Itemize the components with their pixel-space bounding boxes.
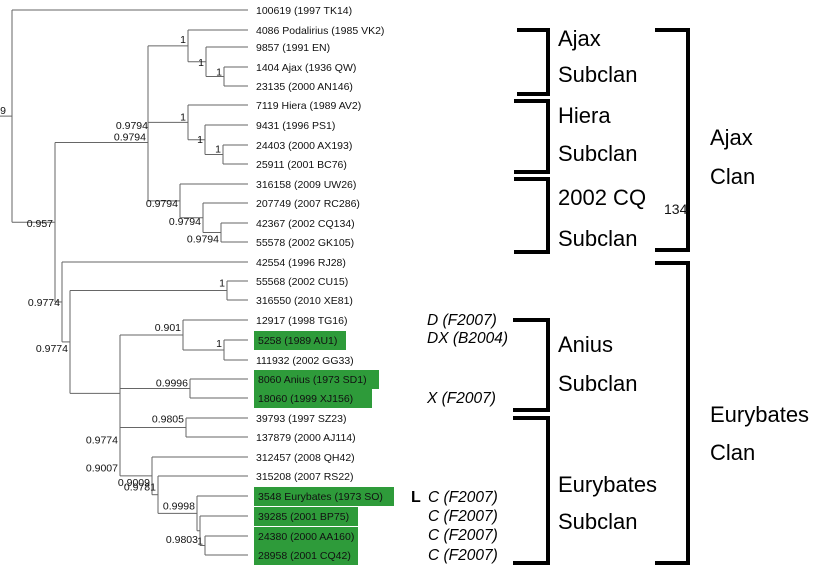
leaf-label: 39285 (2001 BP75) [258,511,349,523]
leaf-label-layer: 100619 (1997 TK14) 4086 Podalirius (1985 … [256,5,384,562]
leaf-label: 315208 (2007 RS22) [256,471,354,483]
support-value: 0.9009 [118,477,150,489]
leaf-label: 4086 Podalirius (1985 VK2) [256,25,384,37]
leaf-label: 207749 (2007 RC286) [256,198,360,210]
support-value: 0.9774 [36,343,68,355]
leaf-label: 3548 Eurybates (1973 SO) [258,491,383,503]
eurybates-clan-bracket [655,261,690,565]
leaf-label: 23135 (2000 AN146) [256,81,353,93]
support-value: 0.9007 [86,463,118,475]
leaf-label: 312457 (2008 QH42) [256,452,355,464]
type-bp75: C (F2007) [428,508,498,525]
ajax-clan-label-2: Clan [710,164,755,189]
leaf-label: 55578 (2002 GK105) [256,237,354,249]
leaf-label: 5258 (1989 AU1) [258,335,337,347]
anius-subclan-label-2: Subclan [558,371,638,396]
type-eurybates: C (F2007) [428,489,498,506]
leaf-label: 39793 (1997 SZ23) [256,413,346,425]
support-value: 0.9794 [146,198,178,210]
leaf-label: 25911 (2001 BC76) [256,159,347,171]
leaf-label: 9857 (1991 EN) [256,42,330,54]
support-value: 0.9803 [166,534,198,546]
eurybates-clan-label-1: Eurybates [710,402,809,427]
leaf-highlight [254,487,394,506]
leaf-label: 24403 (2000 AX193) [256,140,352,152]
leaf-label: 42554 (1996 RJ28) [256,257,346,269]
leaf-label: 1404 Ajax (1936 QW) [256,62,356,74]
ajax-subclan-bracket [517,28,550,96]
ajax-clan-label-1: Ajax [710,125,753,150]
support-value: 0.9781 [124,482,156,494]
hiera-subclan-label-1: Hiera [558,103,611,128]
branch-layer [0,9,248,556]
eurybates-subclan-label-2: Subclan [558,509,638,534]
support-value: 1 [216,67,222,79]
eurybates-subclan-label-1: Eurybates [558,472,657,497]
eurybates-clan-label-2: Clan [710,440,755,465]
support-value: 0.9794 [116,120,148,132]
support-value-layer: 10.98030.99980.97810.90090.98050.90070.9… [0,34,225,548]
subclan-brackets [513,28,690,565]
support-value: 1 [219,278,225,290]
leaf-highlight [254,370,379,389]
type-cq42: C (F2007) [428,547,498,564]
support-value: 0.9794 [169,216,201,228]
type-au1: DX (B2004) [427,330,508,347]
leaf-label: 100619 (1997 TK14) [256,5,352,17]
support-value: 0.9774 [86,434,118,446]
anius-subclan-bracket [513,318,550,412]
leaf-label: 28958 (2001 CQ42) [258,550,351,562]
leaf-label: 316158 (2009 UW26) [256,179,356,191]
anius-subclan-label-1: Anius [558,332,613,357]
support-value: 1 [197,134,203,146]
eurybates-subclan-bracket [513,416,550,565]
ajax-subclan-label-1: Ajax [558,26,601,51]
support-value: 0.9998 [163,500,195,512]
type-eurybates-mark: L [411,489,421,506]
hiera-subclan-label-2: Subclan [558,141,638,166]
support-value: 0.957 [27,218,53,230]
support-value: 1 [216,338,222,350]
leaf-label: 55568 (2002 CU15) [256,276,348,288]
support-value: 1 [197,536,203,548]
support-value: 0.9794 [187,234,219,246]
support-value: 1 [180,111,186,123]
leaf-highlight [254,331,346,350]
cq-subclan-bracket [514,177,550,254]
support-value: 0.9805 [152,414,184,426]
support-value: 0.9996 [156,378,188,390]
support-value: 1 [198,57,204,69]
support-value: 0.929 [0,105,6,117]
leaf-label: 12917 (1998 TG16) [256,315,347,327]
cq-subclan-label-2: Subclan [558,226,638,251]
leaf-highlight [254,527,358,546]
ajax-clan-bracket [655,28,690,252]
type-aa160: C (F2007) [428,527,498,544]
leaf-highlight [254,546,358,565]
leaf-label: 111932 (2002 GG33) [256,355,354,367]
leaf-label: 137879 (2000 AJ114) [256,432,356,444]
support-value: 0.9794 [114,132,146,144]
leaf-highlight [254,389,372,408]
ajax-subclan-label-2: Subclan [558,62,638,87]
leaf-label: 8060 Anius (1973 SD1) [258,374,367,386]
hiera-subclan-bracket [514,99,550,174]
support-value: 1 [215,144,221,156]
leaf-label: 42367 (2002 CQ134) [256,218,355,230]
leaf-label: 7119 Hiera (1989 AV2) [256,100,361,112]
leaf-highlight [254,507,358,526]
leaf-label: 316550 (2010 XE81) [256,295,353,307]
cq-subclan-label-1: 2002 CQ [558,185,646,210]
leaf-label: 9431 (1996 PS1) [256,120,335,132]
type-tg16: D (F2007) [427,312,497,329]
highlight-layer [254,331,394,565]
leaf-label: 18060 (1999 XJ156) [258,393,353,405]
leaf-label: 24380 (2000 AA160) [258,531,354,543]
support-value: 1 [180,34,186,46]
support-value: 0.9774 [28,297,60,309]
support-value: 0.901 [155,322,181,334]
cq-subclan-subscript: 134 [664,201,688,217]
type-xj156: X (F2007) [426,390,496,407]
